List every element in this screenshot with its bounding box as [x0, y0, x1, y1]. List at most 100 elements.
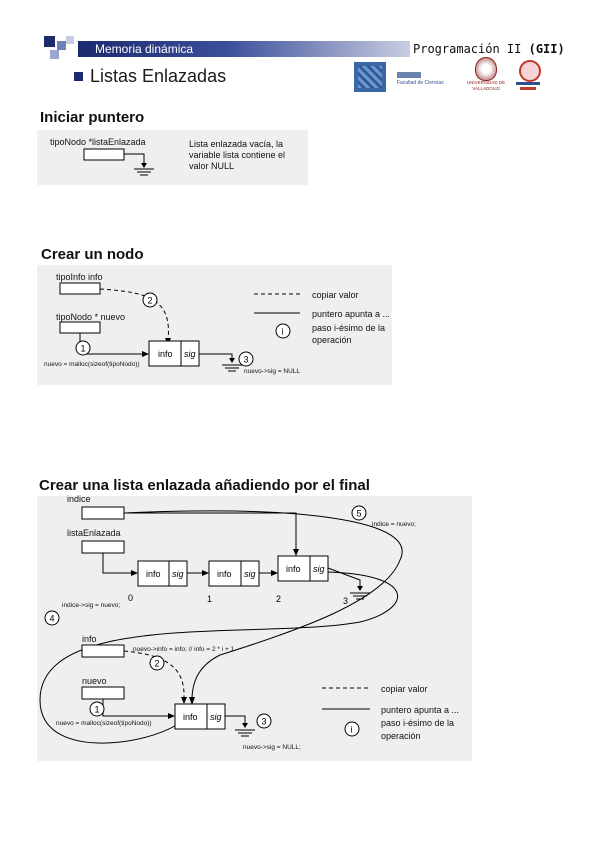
section2-legend-i: i — [282, 327, 284, 337]
section3-malloc: nuevo = malloc(sizeof(tipoNodo)) — [56, 720, 152, 727]
section3-node0-info — [137, 560, 170, 587]
section3-new-node-info-text: info — [183, 712, 198, 722]
section3-node2-info-text: info — [286, 564, 301, 574]
section3-node1-sig-text: sig — [244, 569, 256, 579]
university-name: UNIVERSIDAD DE VALLADOLID — [466, 80, 506, 91]
bullet-square — [74, 72, 83, 81]
section2-ground-icon — [222, 364, 242, 372]
section2-null-arrowhead — [229, 358, 235, 363]
section3-link12-arrowhead — [271, 570, 278, 576]
faculty-name: Facultad de Ciencias — [397, 80, 444, 86]
section3-index-1: 1 — [207, 594, 212, 604]
section3-nuevo-arrowhead — [168, 713, 175, 719]
section3-node0-sig-text: sig — [172, 569, 184, 579]
section2-step2-text: 2 — [148, 296, 153, 306]
section2-step3-text: 3 — [244, 355, 249, 365]
section3-indice-sig: indice->sig = nuevo; — [62, 602, 121, 609]
page-subtitle: Listas Enlazadas — [90, 66, 227, 86]
section3-copy-arrow — [123, 650, 185, 699]
section1-null-pointer — [124, 153, 145, 166]
section3-legend-circle — [344, 721, 360, 737]
section2-node-info-text: info — [158, 349, 173, 359]
section3-new-node-sig-text: sig — [210, 712, 222, 722]
section3-step5-circle — [351, 505, 367, 521]
course-label: Programación II — [413, 42, 522, 56]
section3-step3-text: 3 — [262, 717, 267, 727]
section3-step5-text: 5 — [357, 509, 362, 519]
section3-legend-i: i — [351, 725, 353, 735]
section2-legend-step2: operación — [312, 335, 352, 345]
section3-step4-loop — [39, 571, 398, 744]
section2-nuevo-arrowhead — [142, 351, 149, 357]
section3-title: Crear una lista enlazada añadiendo por e… — [39, 477, 370, 494]
course-tag: (GII) — [528, 42, 565, 56]
section3-info-label: info — [82, 634, 97, 644]
section3-index-0: 0 — [128, 593, 133, 603]
section3-indice-arrowhead — [293, 549, 299, 556]
section3-lista-arrowhead — [131, 570, 138, 576]
section3-step1-circle — [89, 701, 105, 717]
section3-panel — [37, 496, 472, 761]
header-squares — [44, 36, 84, 64]
section3-legend-step1: paso i-ésimo de la — [381, 718, 455, 728]
section3-info-assign: nuevo->info = info; // info = 2 * i + 1 — [133, 646, 235, 653]
section2-info-box — [59, 282, 101, 295]
section1-panel — [37, 130, 308, 185]
section3-step2-circle — [149, 655, 165, 671]
section3-step1-text: 1 — [95, 705, 100, 715]
section1-var-label: tipoNodo *listaEnlazada — [50, 137, 146, 147]
section2-legend-copy: copiar valor — [312, 290, 359, 300]
section3-nuevo-box — [81, 686, 125, 700]
section3-nuevo-pointer — [102, 699, 168, 717]
section2-malloc: nuevo = malloc(sizeof(tipoNodo)) — [44, 361, 140, 368]
section3-nuevo-label: nuevo — [82, 676, 107, 686]
section1-null-arrowhead — [141, 163, 147, 168]
section1-note-line1: Lista enlazada vacía, la — [189, 139, 284, 149]
section3-legend-point: puntero apunta a ... — [381, 705, 460, 715]
section3-sig-null: nuevo->sig = NULL; — [243, 744, 301, 751]
course-name: Programación II (GII) — [413, 41, 565, 57]
section3-node0-info-text: info — [146, 569, 161, 579]
section3-new-node-info — [174, 703, 208, 730]
section2-step3-circle — [238, 351, 254, 367]
section3-legend-copy: copiar valor — [381, 684, 428, 694]
section3-indice-label: indice — [67, 494, 91, 504]
section2-legend-circle — [275, 323, 291, 339]
section1-note-line3: valor NULL — [189, 161, 235, 171]
faculty-logo — [354, 62, 386, 92]
section3-indice-box — [81, 506, 125, 520]
header-title: Memoria dinámica — [95, 42, 194, 56]
section2-legend-step1: paso i-ésimo de la — [312, 323, 386, 333]
section3-ground-icon-bottom — [235, 729, 255, 737]
section3-node1-info — [208, 560, 242, 587]
section2-info-label: tipoInfo info — [56, 272, 103, 282]
section3-step5-loop — [123, 510, 403, 701]
section3-new-null-pointer — [225, 715, 246, 725]
section2-sig-null: nuevo->sig = NULL — [244, 368, 301, 375]
section2-step2-circle — [142, 292, 158, 308]
section3-index-3: 3 — [343, 596, 348, 606]
section3-copy-arrowhead — [181, 697, 187, 704]
section3-lista-box — [81, 540, 125, 554]
section2-node-info — [148, 340, 182, 367]
section3-lista-label: listaEnlazada — [67, 528, 121, 538]
section3-link01-arrowhead — [202, 570, 209, 576]
section2-nuevo-label: tipoNodo * nuevo — [56, 312, 126, 322]
section3-step4-text: 4 — [50, 614, 55, 624]
section3-indice-pointer — [124, 512, 297, 550]
section3-node2-sig-text: sig — [313, 564, 325, 574]
section3-info-box — [81, 644, 125, 658]
section3-null-pointer — [327, 567, 361, 588]
faculty-mark — [397, 72, 421, 78]
section2-step1-text: 1 — [81, 344, 86, 354]
section2-copy-arrow — [99, 288, 169, 341]
header-bar — [78, 41, 410, 57]
section3-node2-info — [277, 555, 311, 582]
section3-null-arrowhead — [357, 586, 363, 591]
section2-step1-circle — [75, 340, 91, 356]
section3-step4-circle — [44, 610, 60, 626]
university-seal-icon — [475, 57, 497, 81]
